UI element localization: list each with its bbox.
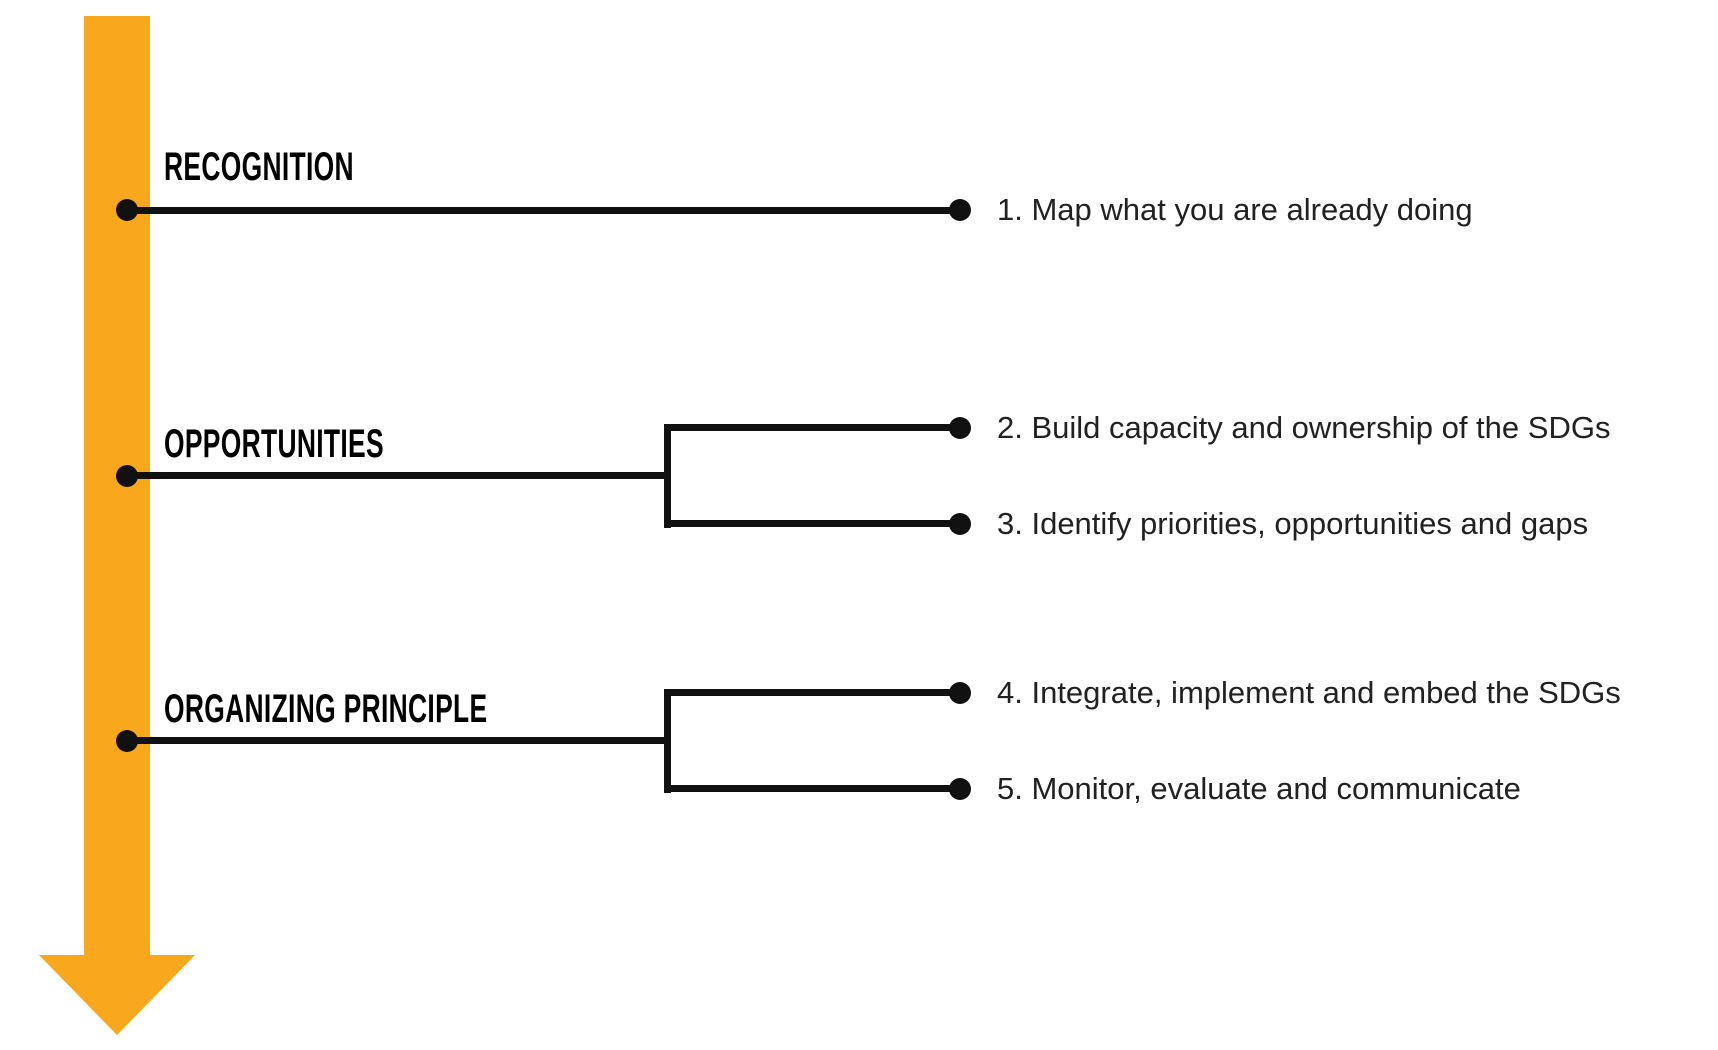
connector-dot (949, 778, 971, 800)
connector-dot (116, 465, 138, 487)
branch-line (664, 424, 960, 431)
step-item-1: 1. Map what you are already doing (997, 192, 1473, 227)
connector-dot (116, 199, 138, 221)
branch-line (664, 785, 960, 792)
step-item-4: 4. Integrate, implement and embed the SD… (997, 675, 1621, 710)
stage-label-organizing-principle: ORGANIZING PRINCIPLE (164, 687, 488, 731)
down-arrow-icon (39, 955, 195, 1035)
connector-dot (949, 199, 971, 221)
branch-vertical-line (664, 424, 671, 528)
timeline-arrow-shaft (84, 16, 150, 957)
connector-dot (949, 513, 971, 535)
connector-dot (949, 417, 971, 439)
step-item-2: 2. Build capacity and ownership of the S… (997, 410, 1611, 445)
stage-label-opportunities: OPPORTUNITIES (164, 422, 384, 466)
stage-label-recognition: RECOGNITION (164, 145, 354, 189)
connector-line (127, 207, 960, 214)
connector-dot (949, 682, 971, 704)
step-item-5: 5. Monitor, evaluate and communicate (997, 771, 1521, 806)
connector-line (127, 472, 671, 479)
branch-line (664, 689, 960, 696)
step-item-3: 3. Identify priorities, opportunities an… (997, 506, 1589, 541)
connector-dot (116, 730, 138, 752)
connector-line (127, 737, 671, 744)
branch-line (664, 520, 960, 527)
branch-vertical-line (664, 689, 671, 793)
